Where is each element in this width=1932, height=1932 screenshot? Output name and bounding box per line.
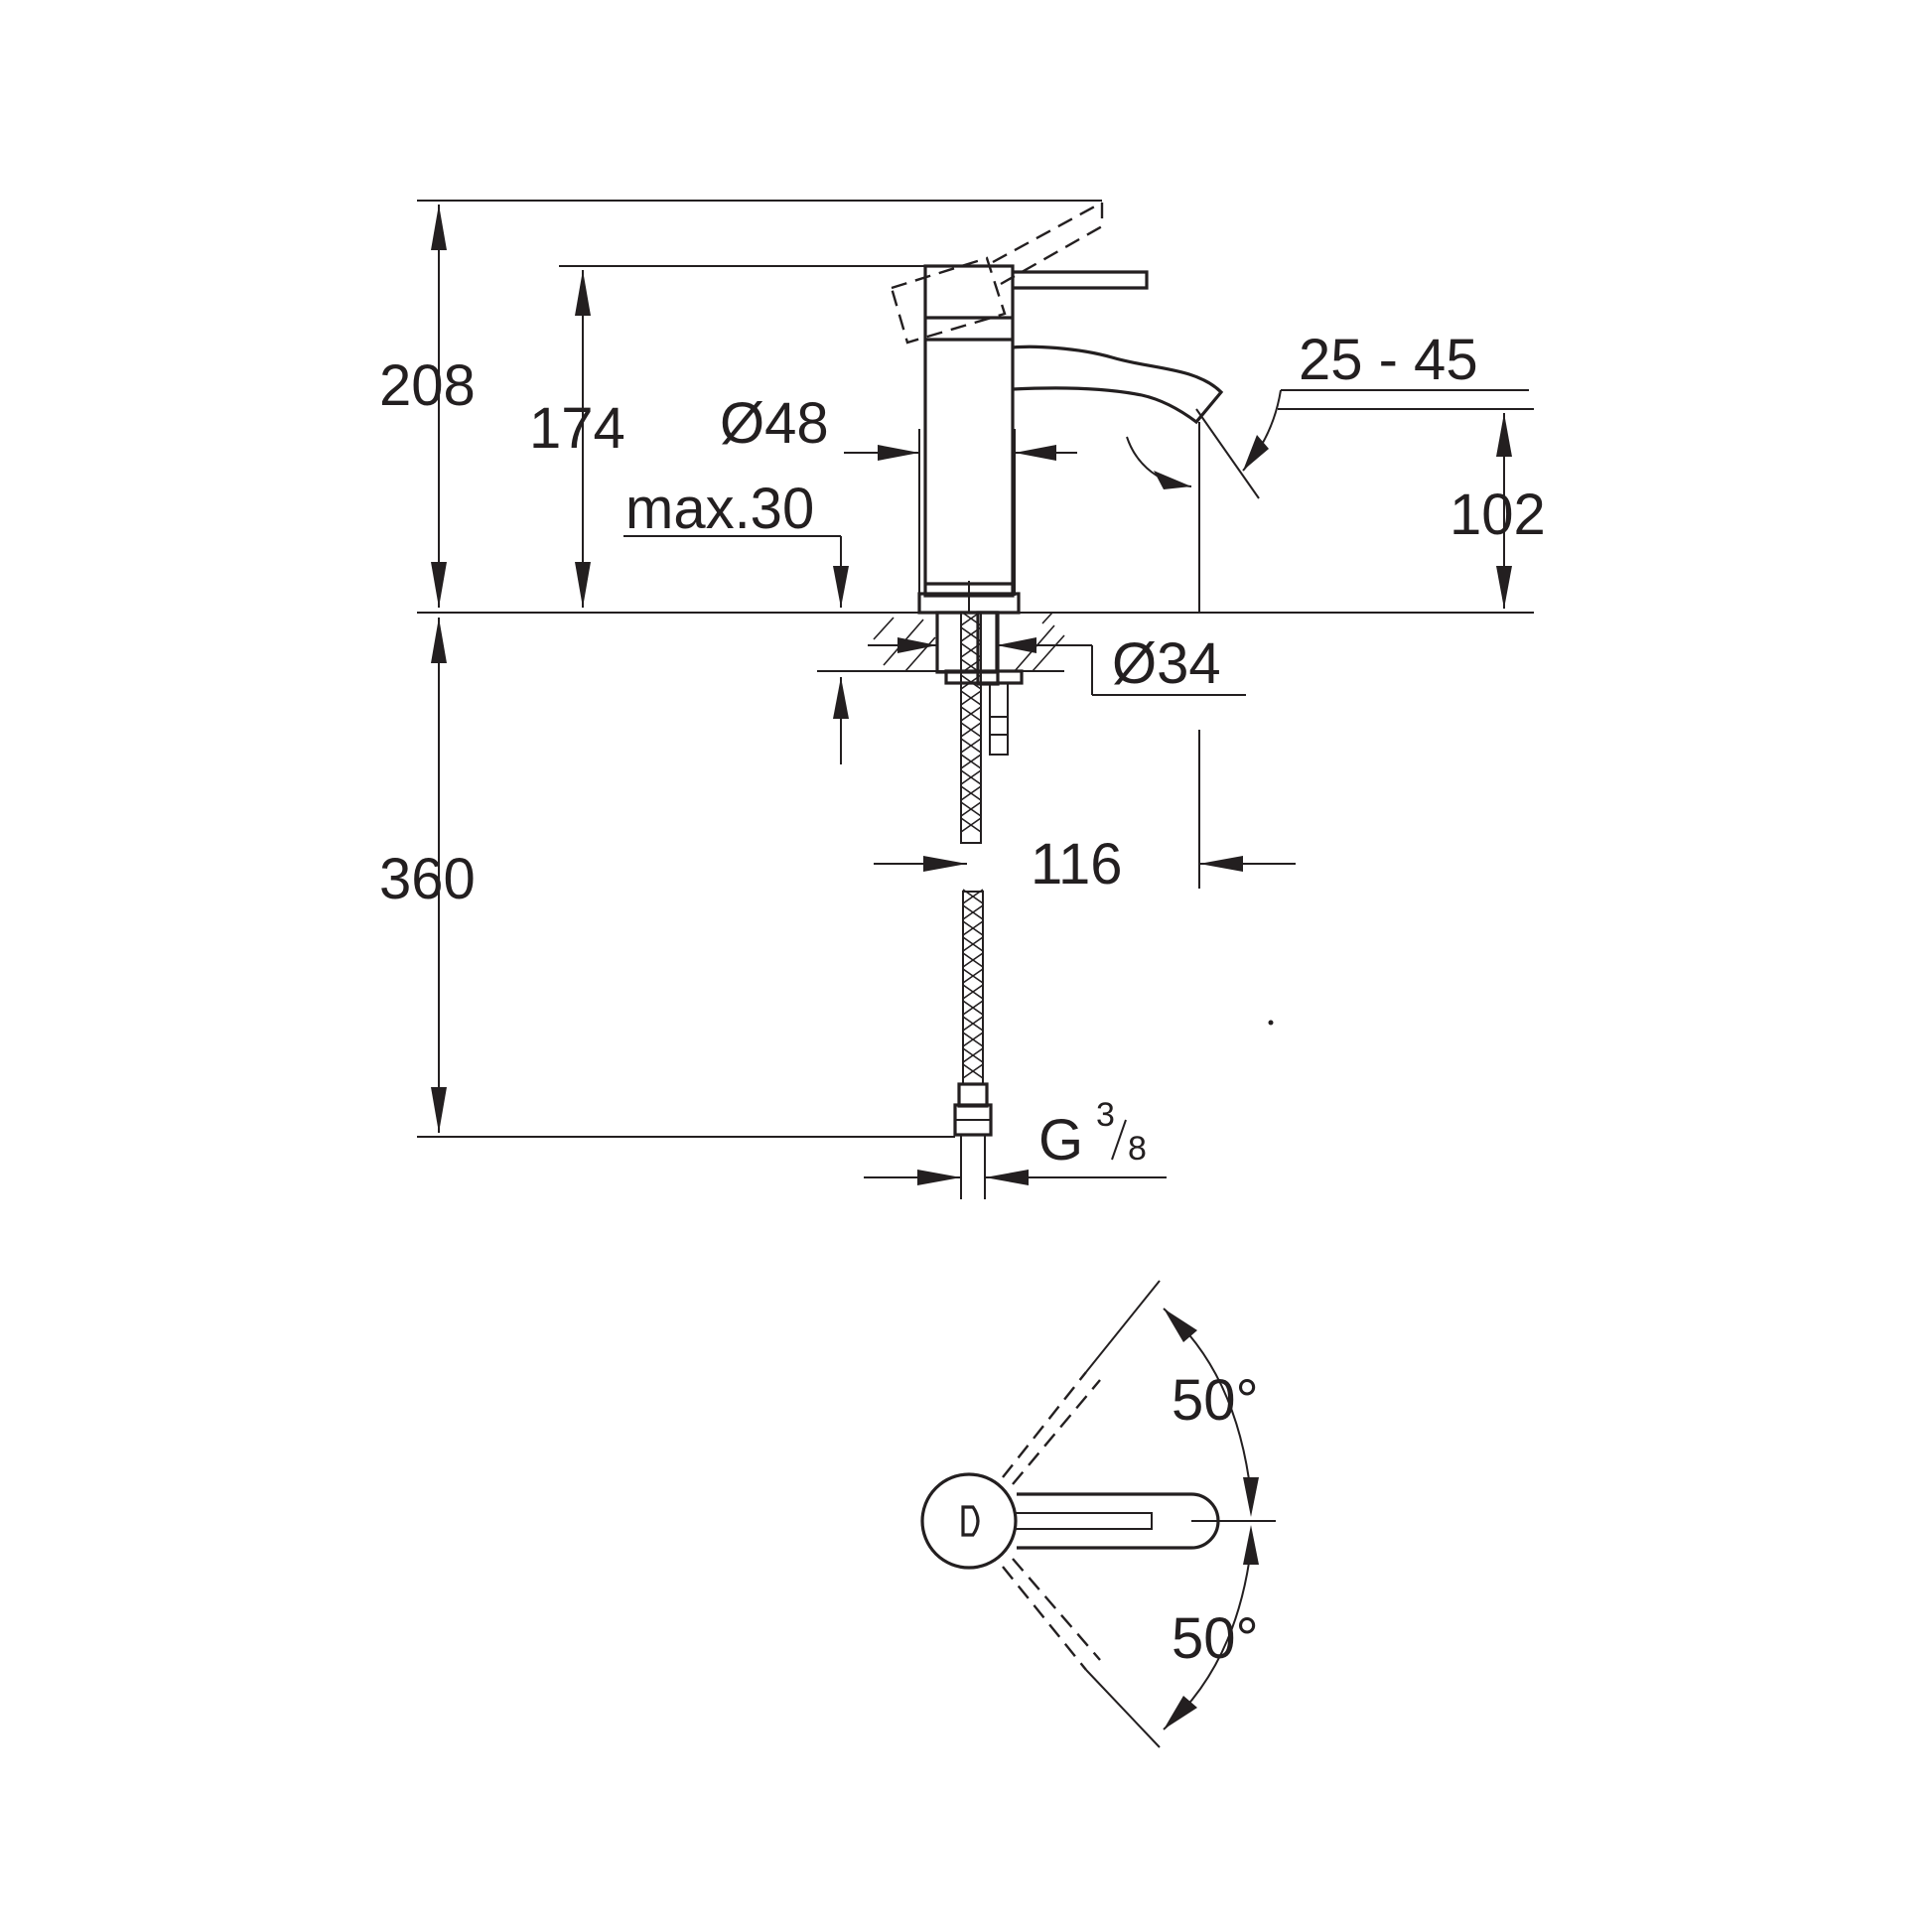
dim-174: 174 [529,270,625,608]
dim-174-label: 174 [529,396,625,461]
dim-102-label: 102 [1449,483,1546,547]
lever-handle [1013,270,1149,290]
top-view-lever-open [1002,1371,1101,1671]
dim-max30-label: max.30 [625,477,814,541]
angle-ext-upper [1085,1280,1161,1373]
dim-thread-prefix: G [1038,1108,1083,1173]
angle-ext-lower [1085,1669,1161,1748]
faucet-body [917,264,1021,615]
dim-thread: G 3 8 [864,1096,1167,1185]
dim-102: 102 [1449,413,1546,609]
faucet-spout [1012,345,1224,425]
dim-d48: Ø48 [720,391,1077,596]
side-view: 208 174 max.30 Ø48 [379,200,1546,1199]
flex-hose-upper [960,611,982,844]
dim-spout-angle-label: 25 - 45 [1299,328,1478,392]
dim-thread-numerator: 3 [1096,1096,1115,1134]
dim-116-label: 116 [1031,832,1122,897]
dim-angle-upper: 50° [1163,1308,1259,1517]
top-view-body [920,1472,1018,1570]
dim-360-label: 360 [379,847,476,911]
lever-handle-open [890,201,1104,345]
dim-thread-denominator: 8 [1128,1130,1147,1168]
dim-208: 208 [379,205,476,608]
top-view-outlet [961,1505,980,1537]
top-view-lever [1017,1492,1220,1550]
dim-d34: Ø34 [868,631,1246,696]
dim-angle-upper-label: 50° [1172,1368,1259,1433]
mounting-shank [935,611,1024,756]
top-view: 50° 50° [920,1280,1276,1748]
dim-208-label: 208 [379,353,476,418]
dim-d34-label: Ø34 [1112,631,1221,696]
dim-360: 360 [379,618,476,1133]
flex-hose-lower [953,889,993,1199]
dim-angle-lower-label: 50° [1172,1606,1259,1671]
dim-d48-label: Ø48 [720,391,829,456]
dim-116: 116 [874,832,1296,897]
dim-spout-angle: 25 - 45 [1126,328,1529,499]
dim-angle-lower: 50° [1163,1525,1259,1730]
dim-max30: max.30 [623,477,953,764]
